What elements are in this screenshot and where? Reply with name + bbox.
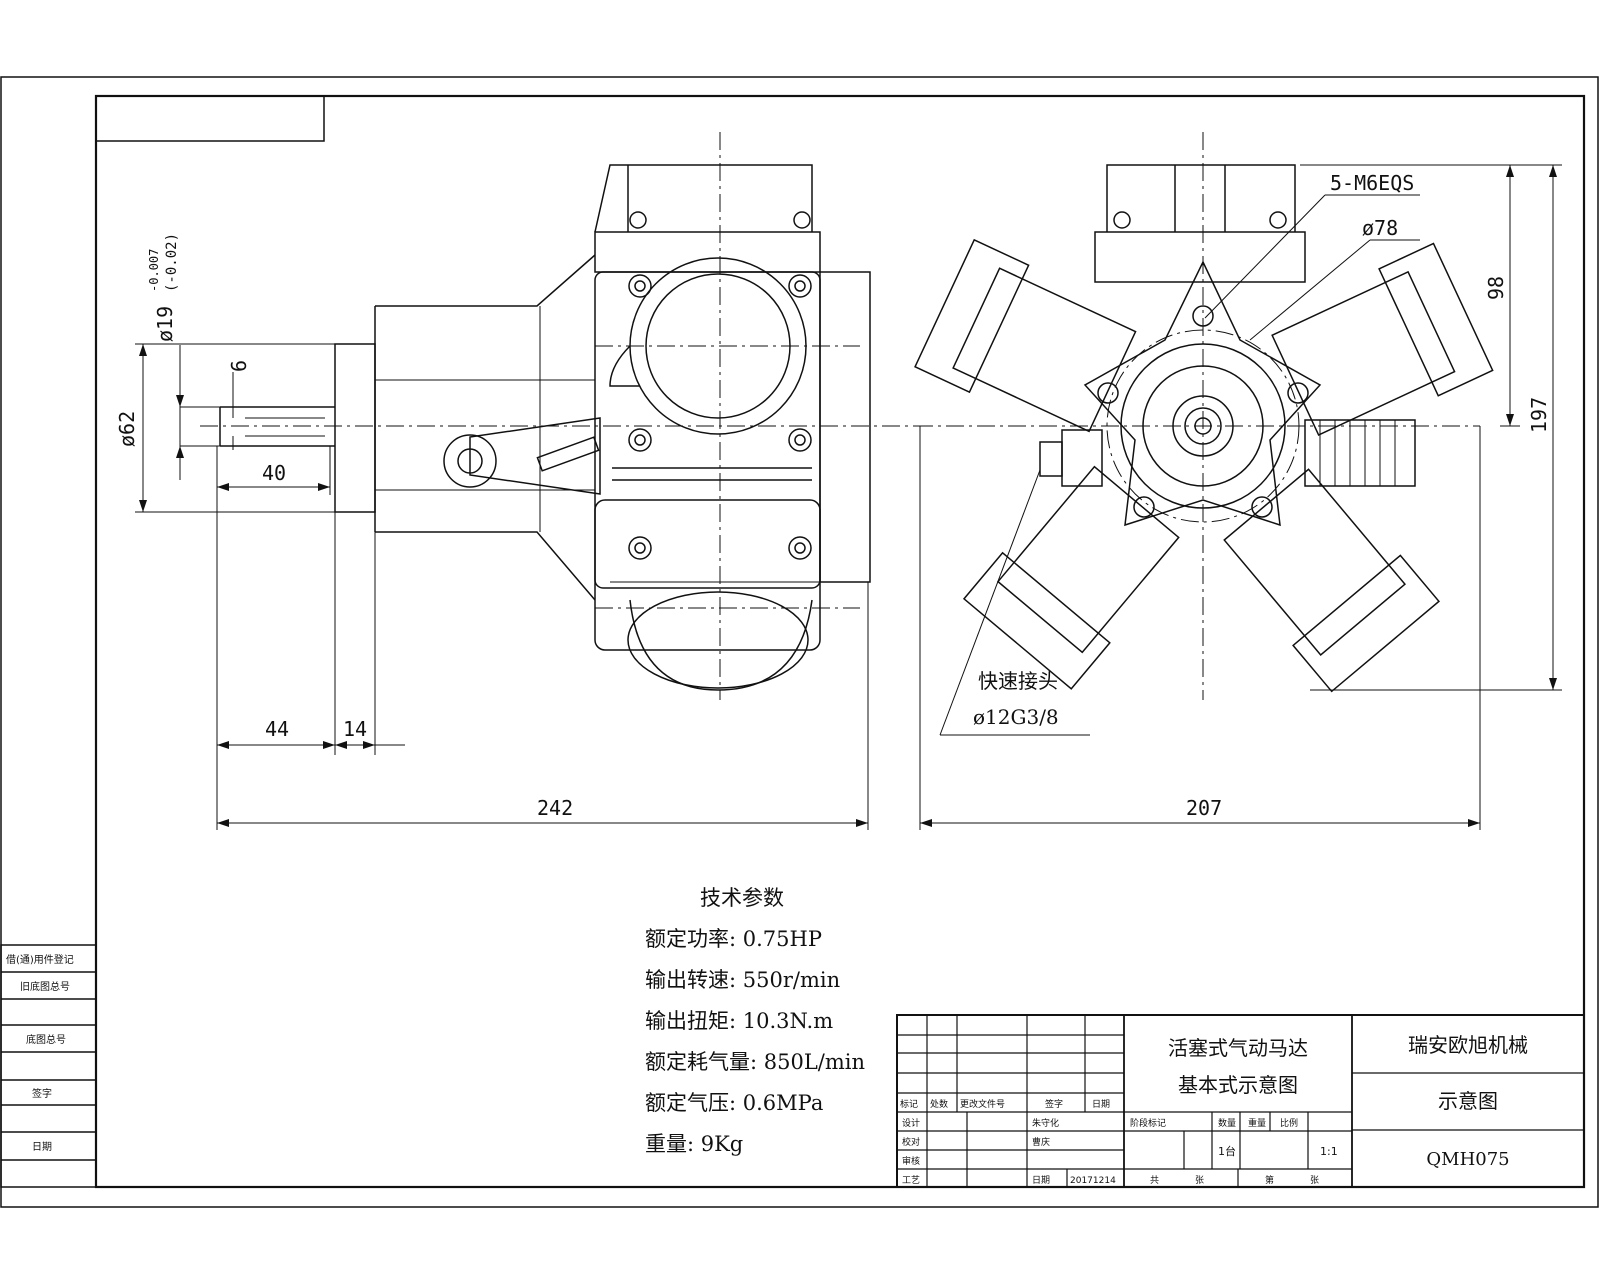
dim-207: 207: [1186, 796, 1222, 820]
spec-line: 输出扭矩: 10.3N.m: [645, 1009, 834, 1033]
company-name: 瑞安欧旭机械: [1408, 1033, 1528, 1057]
title-block-text: 活塞式气动马达 基本式示意图 瑞安欧旭机械 示意图 QMH075 标记 处数 更…: [900, 1033, 1528, 1186]
technical-specs: 技术参数 额定功率: 0.75HP 输出转速: 550r/min 输出扭矩: 1…: [645, 878, 885, 1165]
dim-phi19-tol-lower: (-0.02): [164, 233, 180, 292]
front-view-dimensions: [919, 164, 1562, 830]
outer-frame: [0, 76, 1599, 1208]
side-view: [200, 132, 920, 700]
strip-row-0: 借(通)用件登记: [6, 953, 74, 966]
stage-label: 阶段标记: [1130, 1117, 1166, 1129]
spec-line: 额定气压: 0.6MPa: [645, 1091, 824, 1115]
dim-40: 40: [262, 461, 286, 485]
sheet-label: 第: [1265, 1174, 1274, 1186]
role-3: 工艺: [902, 1175, 920, 1186]
dim-6: 6: [227, 360, 251, 372]
strip-row-4: 日期: [32, 1141, 52, 1153]
spec-line: 额定耗气量: 850L/min: [645, 1050, 866, 1074]
label-phi78: ø78: [1362, 216, 1398, 240]
spec-line: 重量: 9Kg: [645, 1132, 744, 1156]
front-view-labels: 5-M6EQS ø78 98 197 207 快速接头 ø12G3/8: [973, 171, 1551, 820]
drawing-number: QMH075: [1426, 1149, 1509, 1170]
date: 20171214: [1070, 1176, 1116, 1186]
role-2: 审核: [902, 1155, 920, 1167]
dim-197: 197: [1527, 397, 1551, 433]
label-quick-coupler-size: ø12G3/8: [973, 705, 1059, 729]
title-line-2: 基本式示意图: [1178, 1073, 1298, 1097]
dim-44: 44: [265, 717, 289, 741]
dim-98: 98: [1484, 276, 1508, 300]
drawing-type: 示意图: [1438, 1089, 1498, 1113]
dim-14: 14: [343, 717, 367, 741]
rev-header-1: 处数: [930, 1098, 948, 1110]
dim-242: 242: [537, 796, 573, 820]
sheet-unit-2: 张: [1310, 1175, 1319, 1186]
approve-date-label: 日期: [1032, 1175, 1050, 1186]
spec-line: 额定功率: 0.75HP: [645, 927, 822, 951]
label-bolts: 5-M6EQS: [1330, 171, 1414, 195]
specs-heading: 技术参数: [700, 886, 784, 910]
scale-label: 比例: [1280, 1117, 1298, 1129]
sheet-unit: 张: [1195, 1175, 1204, 1186]
inner-frame: [94, 94, 1586, 1189]
title-line-1: 活塞式气动马达: [1168, 1036, 1308, 1060]
front-view: [914, 132, 1494, 700]
rev-header-0: 标记: [900, 1098, 918, 1110]
strip-row-3: 签字: [32, 1087, 52, 1100]
rev-header-3: 签字: [1045, 1098, 1063, 1110]
qty-label: 数量: [1218, 1117, 1236, 1129]
designer: 朱守化: [1032, 1117, 1059, 1129]
dim-phi62: ø62: [115, 411, 139, 447]
rev-header-2: 更改文件号: [960, 1098, 1005, 1110]
role-1: 校对: [902, 1136, 920, 1148]
weight-label: 重量: [1248, 1117, 1266, 1129]
strip-row-2: 底图总号: [26, 1033, 66, 1046]
label-quick-coupler: 快速接头: [978, 669, 1058, 693]
checker: 曹庆: [1032, 1136, 1050, 1148]
dim-phi19: ø19: [153, 306, 177, 342]
role-0: 设计: [902, 1117, 920, 1129]
sheets-label: 共: [1150, 1175, 1159, 1186]
title-block: [896, 1014, 1585, 1188]
strip-row-1: 旧底图总号: [20, 980, 70, 993]
spec-line: 输出转速: 550r/min: [645, 968, 841, 992]
side-view-dimensions: [135, 343, 869, 830]
left-strip-labels: 借(通)用件登记 旧底图总号 底图总号 签字 日期: [6, 953, 74, 1153]
side-view-labels: ø19 -0.007 (-0.02) 6 ø62 40 44 14 242: [115, 233, 573, 820]
qty-value: 1台: [1218, 1144, 1236, 1158]
scale-value: 1:1: [1320, 1145, 1338, 1158]
left-strip-table: [0, 944, 97, 1188]
rev-header-4: 日期: [1092, 1099, 1110, 1110]
corner-box: [95, 95, 325, 142]
dim-phi19-tol-upper: -0.007: [147, 249, 161, 292]
